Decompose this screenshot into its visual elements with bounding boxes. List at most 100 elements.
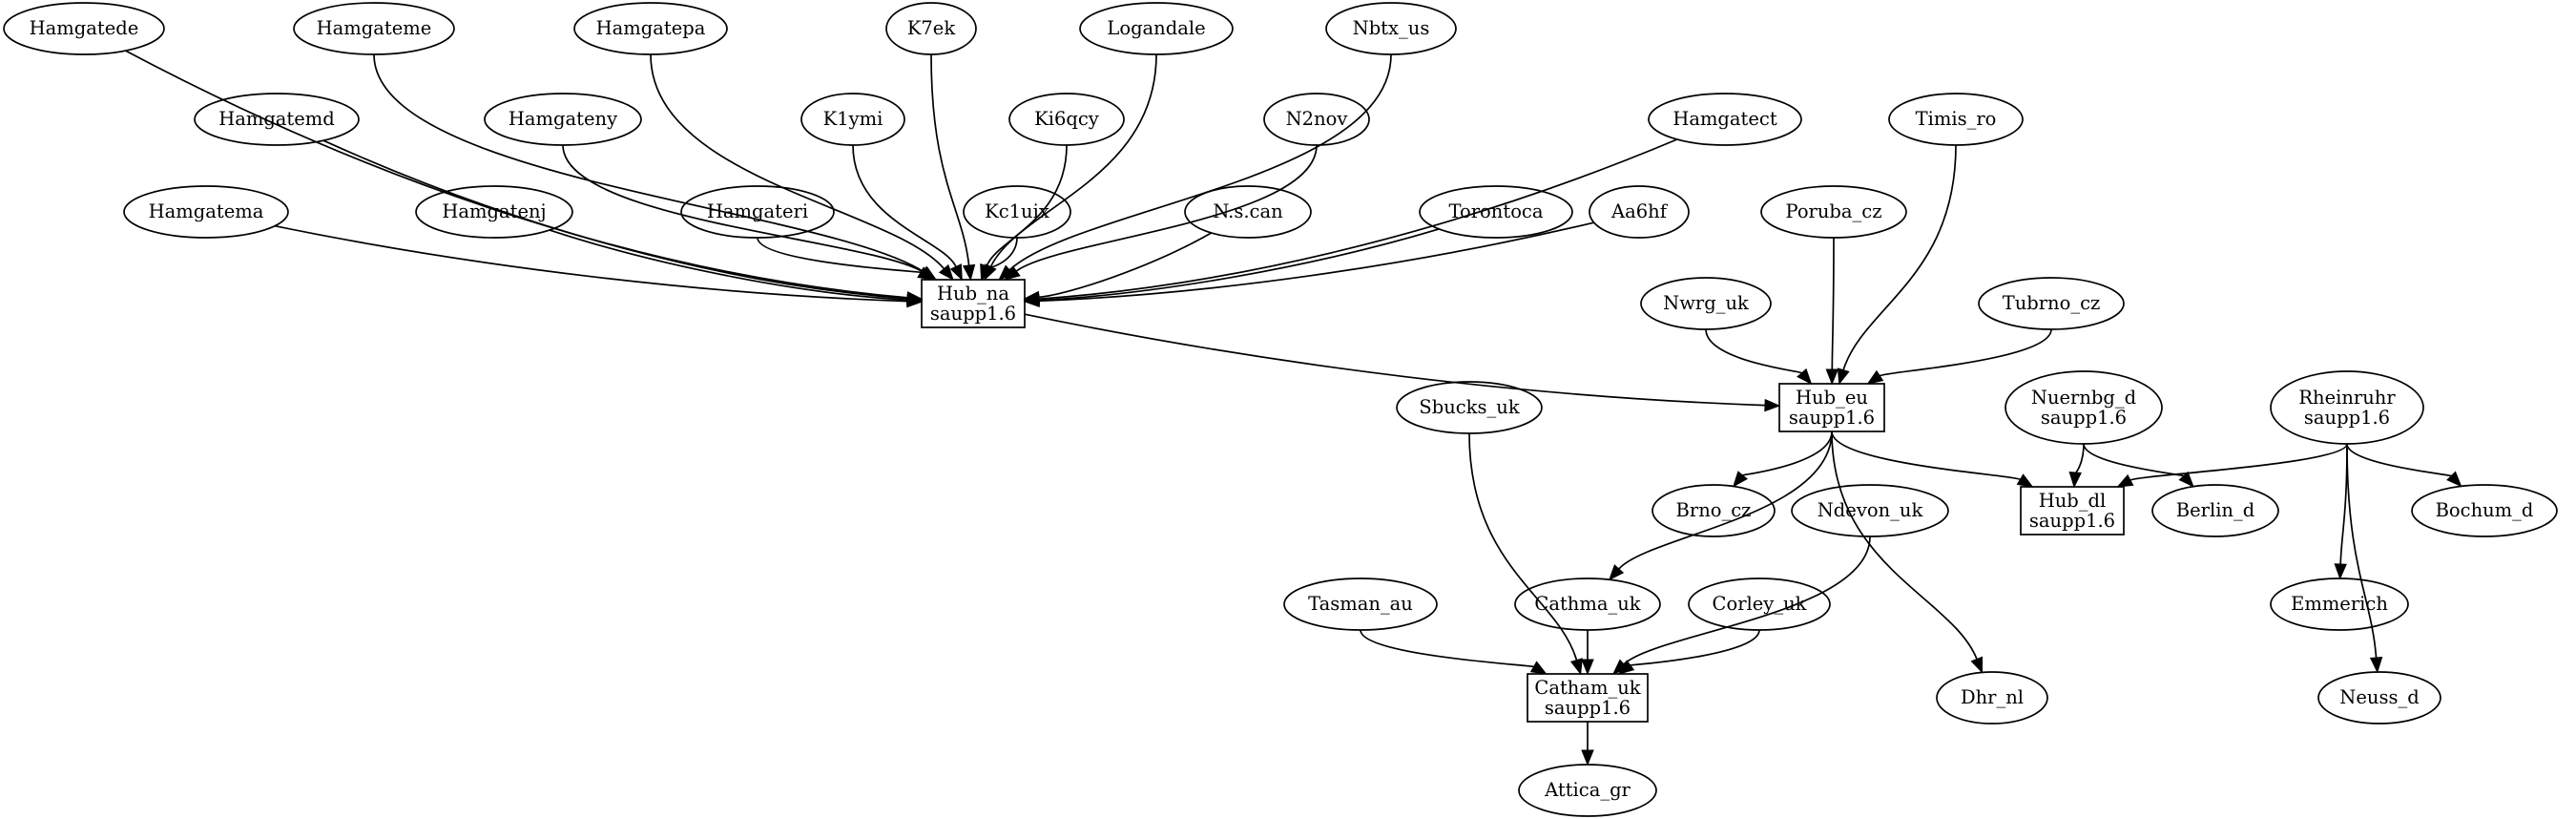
node-ellipse [680,185,835,239]
node-ellipse [1688,578,1831,631]
edge-line [757,237,922,274]
node-hamgatema[interactable]: Hamgatema [123,185,289,239]
edge-line [1015,144,1318,272]
node-label: Nbtx_us [1353,17,1430,39]
node-nscan[interactable]: N.s.can [1184,185,1312,239]
node-kc1uix[interactable]: Kc1uix [963,185,1071,239]
node-label: Emmerich [2291,593,2388,615]
node-ki6qcy[interactable]: Ki6qcy [1008,93,1125,146]
node-hamgateri[interactable]: Hamgateri [680,185,835,239]
edge-hamgatede-to-hub_na [125,50,924,304]
edge-nwrg_uk-to-hub_eu [1705,328,1813,386]
arrowhead [1581,749,1594,766]
edge-line [1741,430,1833,476]
node-ellipse [1396,381,1543,434]
node-logandale[interactable]: Logandale [1079,2,1234,55]
edge-k7ek-to-hub_na [930,53,976,282]
arrowhead [1764,398,1781,412]
node-label: Sbucks_uk [1419,396,1519,418]
arrowhead [906,293,924,306]
node-label: Hamgateme [317,17,432,39]
node-ellipse [123,185,289,239]
edges-layer [125,50,2462,766]
node-ellipse [1888,93,2024,146]
node-attica_gr[interactable]: Attica_gr [1518,764,1657,817]
node-sublabel: saupp1.6 [1789,407,1875,429]
edge-hamgateme-to-hub_na [373,53,938,281]
node-cathma_uk[interactable]: Cathma_uk [1514,578,1661,631]
edge-line [125,50,908,299]
node-corley_uk[interactable]: Corley_uk [1688,578,1831,631]
edge-line [1360,629,1535,668]
node-ellipse [1640,277,1772,330]
edge-rheinruhr-to-hub_dl [2116,443,2348,488]
node-timis_ro[interactable]: Timis_ro [1888,93,2024,146]
node-label: Attica_gr [1544,779,1631,801]
node-label: Tubrno_cz [2003,292,2101,314]
node-emmerich[interactable]: Emmerich [2270,578,2409,631]
node-k1ymi[interactable]: K1ymi [800,93,905,146]
edge-rheinruhr-to-emmerich [2334,443,2348,580]
edge-poruba_cz-to-hub_eu [1825,237,1839,386]
node-ellipse [194,93,360,146]
node-tasman_au[interactable]: Tasman_au [1283,578,1438,631]
node-berlin_d[interactable]: Berlin_d [2151,484,2279,537]
arrowhead [962,263,976,282]
node-aa6hf[interactable]: Aa6hf [1589,185,1690,239]
arrowhead [1797,368,1813,386]
node-label: Berlin_d [2176,499,2254,521]
node-hamgatenj[interactable]: Hamgatenj [415,185,573,239]
node-k7ek[interactable]: K7ek [885,2,977,55]
node-hamgatede[interactable]: Hamgatede [3,2,165,55]
node-neuss_d[interactable]: Neuss_d [2317,671,2441,724]
node-label: Timis_ro [1916,108,1997,130]
node-sublabel: saupp1.6 [1545,697,1631,719]
node-poruba_cz[interactable]: Poruba_cz [1760,185,1907,239]
node-box [2020,486,2125,536]
edge-hamgatema-to-hub_na [274,224,924,308]
node-hamgatemd[interactable]: Hamgatemd [194,93,360,146]
edge-rheinruhr-to-neuss_d [2346,443,2383,674]
edge-hub_eu-to-cathma_uk [1609,430,1833,581]
node-ndevon_uk[interactable]: Ndevon_uk [1791,484,1949,537]
node-tubrno_cz[interactable]: Tubrno_cz [1978,277,2125,330]
arrowhead [2334,563,2347,580]
node-ellipse [1518,764,1657,817]
node-dhr_nl[interactable]: Dhr_nl [1936,671,2048,724]
node-label: K1ymi [823,108,883,130]
node-ellipse [1008,93,1125,146]
node-label: Hamgatema [149,200,264,222]
node-sbucks_uk[interactable]: Sbucks_uk [1396,381,1543,434]
edge-hamgateri-to-hub_na [757,237,935,281]
node-label: Hamgatede [30,17,139,39]
node-hamgatepa[interactable]: Hamgatepa [573,2,728,55]
arrowhead [2016,473,2034,488]
node-nwrg_uk[interactable]: Nwrg_uk [1640,277,1772,330]
node-label: Hamgatect [1672,108,1777,130]
edge-line [1831,237,1835,370]
edge-line [1038,232,1213,299]
edge-corley_uk-to-catham_uk [1617,629,1760,675]
node-hamgatect[interactable]: Hamgatect [1648,93,1802,146]
node-nbtx_us[interactable]: Nbtx_us [1325,2,1457,55]
node-ellipse [2270,578,2409,631]
node-bochum_d[interactable]: Bochum_d [2411,484,2558,537]
node-label: Ndevon_uk [1818,499,1923,521]
node-torontoca[interactable]: Torontoca [1419,185,1573,239]
arrowhead [1837,368,1850,386]
node-n2nov[interactable]: N2nov [1263,93,1370,146]
edge-k1ymi-to-hub_na [852,144,963,282]
node-hamgateny[interactable]: Hamgateny [484,93,642,146]
node-ellipse [1791,484,1949,537]
node-brno_cz[interactable]: Brno_cz [1652,484,1776,537]
node-hamgateme[interactable]: Hamgateme [293,2,455,55]
arrowhead [1866,369,1884,385]
edge-line [2339,443,2348,565]
edge-line [373,53,924,273]
